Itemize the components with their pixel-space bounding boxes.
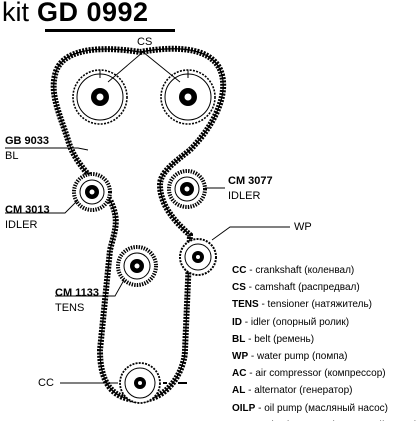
cs-leader-lines — [107, 51, 181, 83]
legend-item: CC - crankshaft (коленвал) — [232, 262, 418, 279]
legend-abbr: WP — [232, 351, 249, 363]
label-gb-sub: BL — [5, 150, 19, 162]
legend-item: OILP - oil pump (масляный насос) — [232, 400, 418, 417]
legend-text: - belt (ремень) — [245, 333, 315, 345]
legend-abbr: CS — [232, 282, 246, 294]
label-cm3077-sub: IDLER — [228, 190, 261, 202]
water-pump-pulley — [179, 238, 217, 276]
legend-item: CS - camshaft (распредвал) — [232, 279, 418, 296]
idler-cm3013 — [72, 172, 112, 212]
camshaft-pulley-right — [160, 69, 216, 125]
legend-text: - crankshaft (коленвал) — [246, 265, 355, 276]
kit-title: kit GD 0992 — [2, 0, 149, 28]
legend-abbr: INJP — [232, 420, 254, 421]
legend-abbr: ID — [232, 316, 242, 328]
legend-item: INJP - Injection pump (топливный насос) — [232, 417, 418, 421]
camshaft-pulley-left — [72, 69, 128, 125]
legend-item: AL - alternator (генератор) — [232, 382, 418, 399]
label-cm3013-sub: IDLER — [5, 219, 38, 231]
label-gb-code: GB 9033 — [5, 135, 50, 147]
label-cm3077-code: CM 3077 — [228, 175, 273, 187]
legend-item: TENS - tensioner (натяжитель) — [232, 296, 418, 313]
crankshaft-pulley — [119, 362, 187, 404]
abbreviation-legend: CC - crankshaft (коленвал)CS - camshaft … — [232, 262, 418, 421]
legend-abbr: BL — [232, 333, 246, 345]
legend-abbr: CC — [232, 265, 247, 276]
legend-text: - oil pump (масляный насос) — [255, 402, 388, 414]
label-cm3013-code: CM 3013 — [5, 204, 50, 216]
legend-abbr: AC — [232, 368, 247, 380]
legend-text: - air compressor (компрессор) — [246, 368, 386, 380]
tensioner-cm1133 — [116, 245, 158, 287]
label-wp: WP — [294, 221, 312, 233]
legend-text: - camshaft (распредвал) — [245, 282, 360, 294]
legend-item: AC - air compressor (компрессор) — [232, 365, 418, 382]
label-cc: CC — [38, 377, 54, 389]
kit-code: GD 0992 — [37, 0, 149, 27]
legend-abbr: TENS — [232, 299, 259, 311]
legend-text: - water pump (помпа) — [248, 351, 348, 363]
legend-text: - Injection pump (топливный насос) — [254, 420, 418, 421]
label-leader-lines — [5, 147, 290, 384]
legend-item: ID - idler (опорный ролик) — [232, 314, 418, 331]
kit-prefix: kit — [2, 0, 29, 27]
label-cm1133-code: CM 1133 — [55, 287, 100, 299]
idler-cm3077 — [167, 169, 207, 209]
legend-item: BL - belt (ремень) — [232, 331, 418, 348]
legend-abbr: AL — [232, 385, 246, 397]
legend-abbr: OILP — [232, 402, 256, 414]
legend-text: - tensioner (натяжитель) — [258, 299, 373, 311]
label-cm1133-sub: TENS — [55, 302, 85, 314]
legend-text: - idler (опорный ролик) — [242, 316, 350, 328]
legend-text: - alternator (генератор) — [245, 385, 353, 397]
label-cs: CS — [137, 36, 153, 48]
legend-item: WP - water pump (помпа) — [232, 348, 418, 365]
title-underline — [45, 29, 175, 32]
